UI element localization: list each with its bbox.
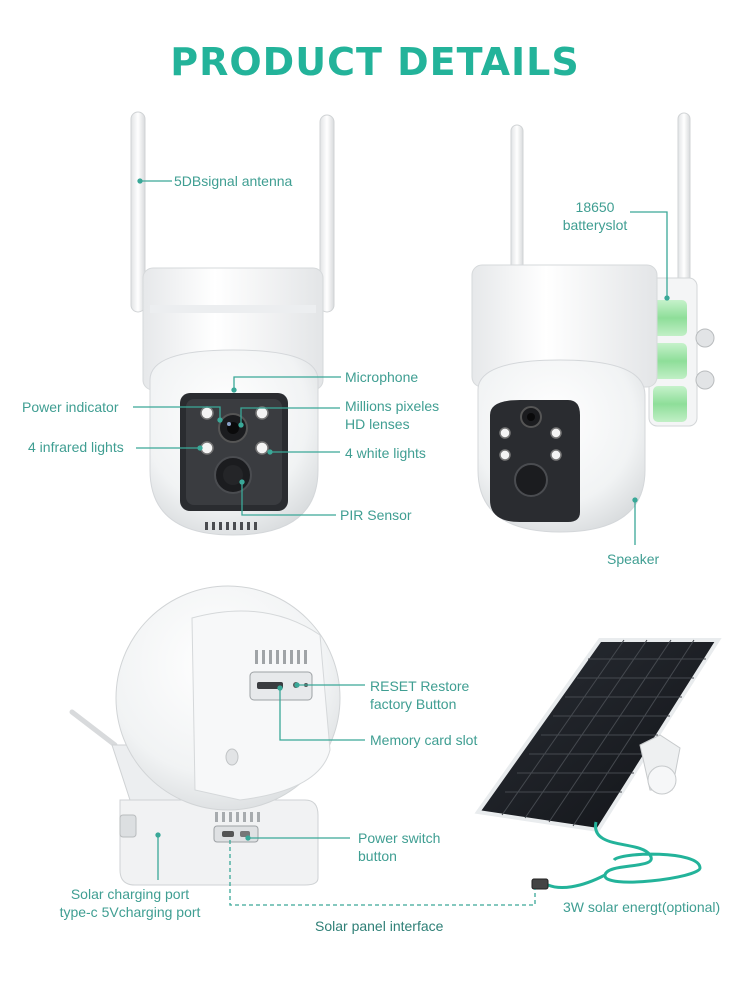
label-speaker: Speaker: [607, 551, 660, 567]
label-antenna: 5DBsignal antenna: [174, 173, 293, 189]
label-battery-line1: 18650: [575, 199, 615, 215]
page-title: PRODUCT DETAILS: [170, 40, 580, 84]
label-power-switch-line2: button: [358, 848, 397, 864]
label-white-lights: 4 white lights: [345, 445, 426, 461]
label-charging-line2: type-c 5Vcharging port: [59, 904, 201, 920]
label-memory-card-slot: Memory card slot: [370, 732, 478, 748]
camera-side: [471, 112, 715, 533]
solar-panel: [474, 638, 722, 890]
label-reset-line2: factory Button: [370, 696, 457, 712]
label-power-indicator: Power indicator: [22, 399, 119, 415]
label-reset-button: RESET Restore factory Button: [370, 677, 469, 713]
camera-front: [130, 111, 335, 536]
camera-back: [69, 585, 341, 886]
label-infrared-lights: 4 infrared lights: [28, 439, 124, 455]
label-charging-line1: Solar charging port: [70, 886, 190, 902]
label-pir-sensor: PIR Sensor: [340, 507, 412, 523]
label-battery-line2: batteryslot: [562, 217, 628, 233]
label-battery-slot: 18650 batteryslot: [555, 198, 635, 234]
label-lenses-line2: HD lenses: [345, 416, 410, 432]
label-microphone: Microphone: [345, 369, 419, 385]
label-charging-port: Solar charging port type-c 5Vcharging po…: [40, 885, 220, 921]
solar-interface-dashed-line: [229, 840, 536, 906]
label-power-switch: Power switch button: [358, 829, 440, 865]
label-lenses: Millions pixeles HD lenses: [345, 397, 439, 433]
label-solar-panel: 3W solar energt(optional): [563, 899, 721, 915]
label-reset-line1: RESET Restore: [370, 678, 470, 694]
label-solar-interface: Solar panel interface: [315, 918, 444, 934]
label-lenses-line1: Millions pixeles: [345, 398, 440, 414]
label-power-switch-line1: Power switch: [358, 830, 441, 846]
callout-lines: [133, 178, 670, 880]
